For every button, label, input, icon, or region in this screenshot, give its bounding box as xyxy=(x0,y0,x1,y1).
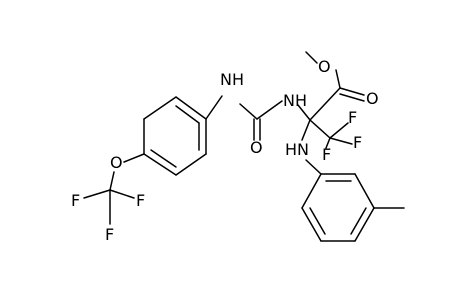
ring2-inner-3 xyxy=(309,207,326,235)
bonds xyxy=(83,51,405,242)
bond-ester-c-o-double-b xyxy=(339,93,365,102)
ring2-bond-6 xyxy=(301,173,322,209)
bond-quat-nh xyxy=(297,104,311,121)
atom-f-ocf3-bottom: F xyxy=(105,225,114,244)
ring1-bond-2 xyxy=(143,96,177,120)
atom-labels: O O NH NH O F F F HN O F F F xyxy=(71,57,379,244)
atom-nh-aniline: HN xyxy=(285,140,309,159)
ring1-bond-5 xyxy=(175,153,207,176)
ring1-bond-1 xyxy=(175,96,207,120)
ring1-inner-1 xyxy=(175,105,200,124)
ring2-bond-2 xyxy=(354,173,375,209)
bond-quat-cf3 xyxy=(309,119,331,139)
atom-o-urea: O xyxy=(250,138,263,157)
ring2-bond-3 xyxy=(354,207,375,242)
ring2-inner-2 xyxy=(350,207,367,235)
atom-f-ocf3-left: F xyxy=(71,191,80,210)
bond-nh-ring xyxy=(205,95,223,120)
atom-f-cf3-mid: F xyxy=(353,133,362,152)
bond-cf3-f-top xyxy=(329,122,349,139)
atom-f-cf3-bottom: F xyxy=(322,145,331,164)
ring1-inner-2 xyxy=(150,149,177,168)
bond-ocf3-f-right xyxy=(109,189,135,199)
atom-f-ocf3-right: F xyxy=(136,191,145,210)
atom-f-cf3-top: F xyxy=(348,108,357,127)
bond-o-cf3 xyxy=(109,171,115,191)
bond-quat-hn xyxy=(301,119,311,141)
bond-hn-ring2 xyxy=(305,159,322,175)
bond-urea-c-nh xyxy=(239,103,258,120)
bond-ocf3-f-left xyxy=(83,189,111,199)
atom-nh-urea-right: NH xyxy=(283,91,307,110)
ring2-bond-5 xyxy=(301,207,322,242)
bond-methyl-o xyxy=(305,51,318,64)
atom-o-ether: O xyxy=(110,153,123,172)
bond-ester-c-quat xyxy=(309,87,341,121)
bond-cf3-f-right xyxy=(329,137,353,145)
atom-nh-urea-left: NH xyxy=(220,70,244,89)
bond-ring-o xyxy=(123,153,145,163)
bond-ester-c-o-double-a xyxy=(339,87,365,96)
bond-cf3-f-bottom xyxy=(325,137,331,149)
atom-o-carbonyl-ester: O xyxy=(366,89,379,108)
bond-o-ester-c xyxy=(335,69,341,89)
ring1-bond-4 xyxy=(143,153,177,176)
bond-nh-urea-c xyxy=(256,100,283,120)
atom-o-methoxy: O xyxy=(318,57,331,76)
